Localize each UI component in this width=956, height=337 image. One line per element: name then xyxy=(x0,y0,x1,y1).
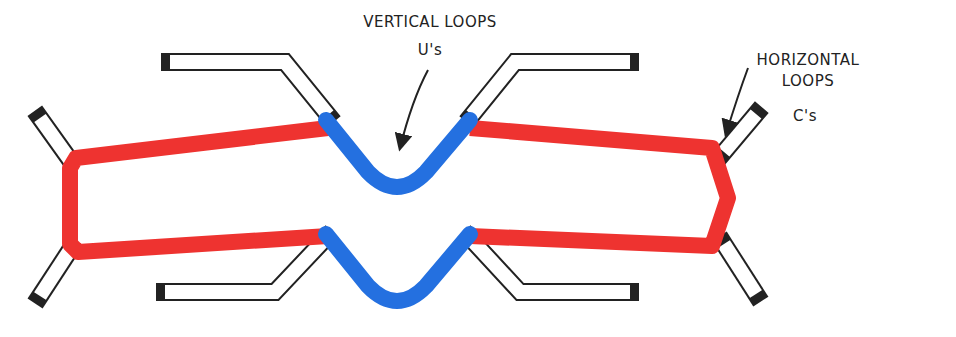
part-label: VERTICAL LOOPS xyxy=(340,12,520,33)
vertical-loop xyxy=(326,120,470,301)
leader-arrows xyxy=(400,68,748,148)
wire-extensions xyxy=(40,62,756,296)
part-label: C's xyxy=(770,106,840,127)
part-label: HORIZONTAL LOOPS xyxy=(738,50,878,92)
part-label: U's xyxy=(390,40,470,61)
